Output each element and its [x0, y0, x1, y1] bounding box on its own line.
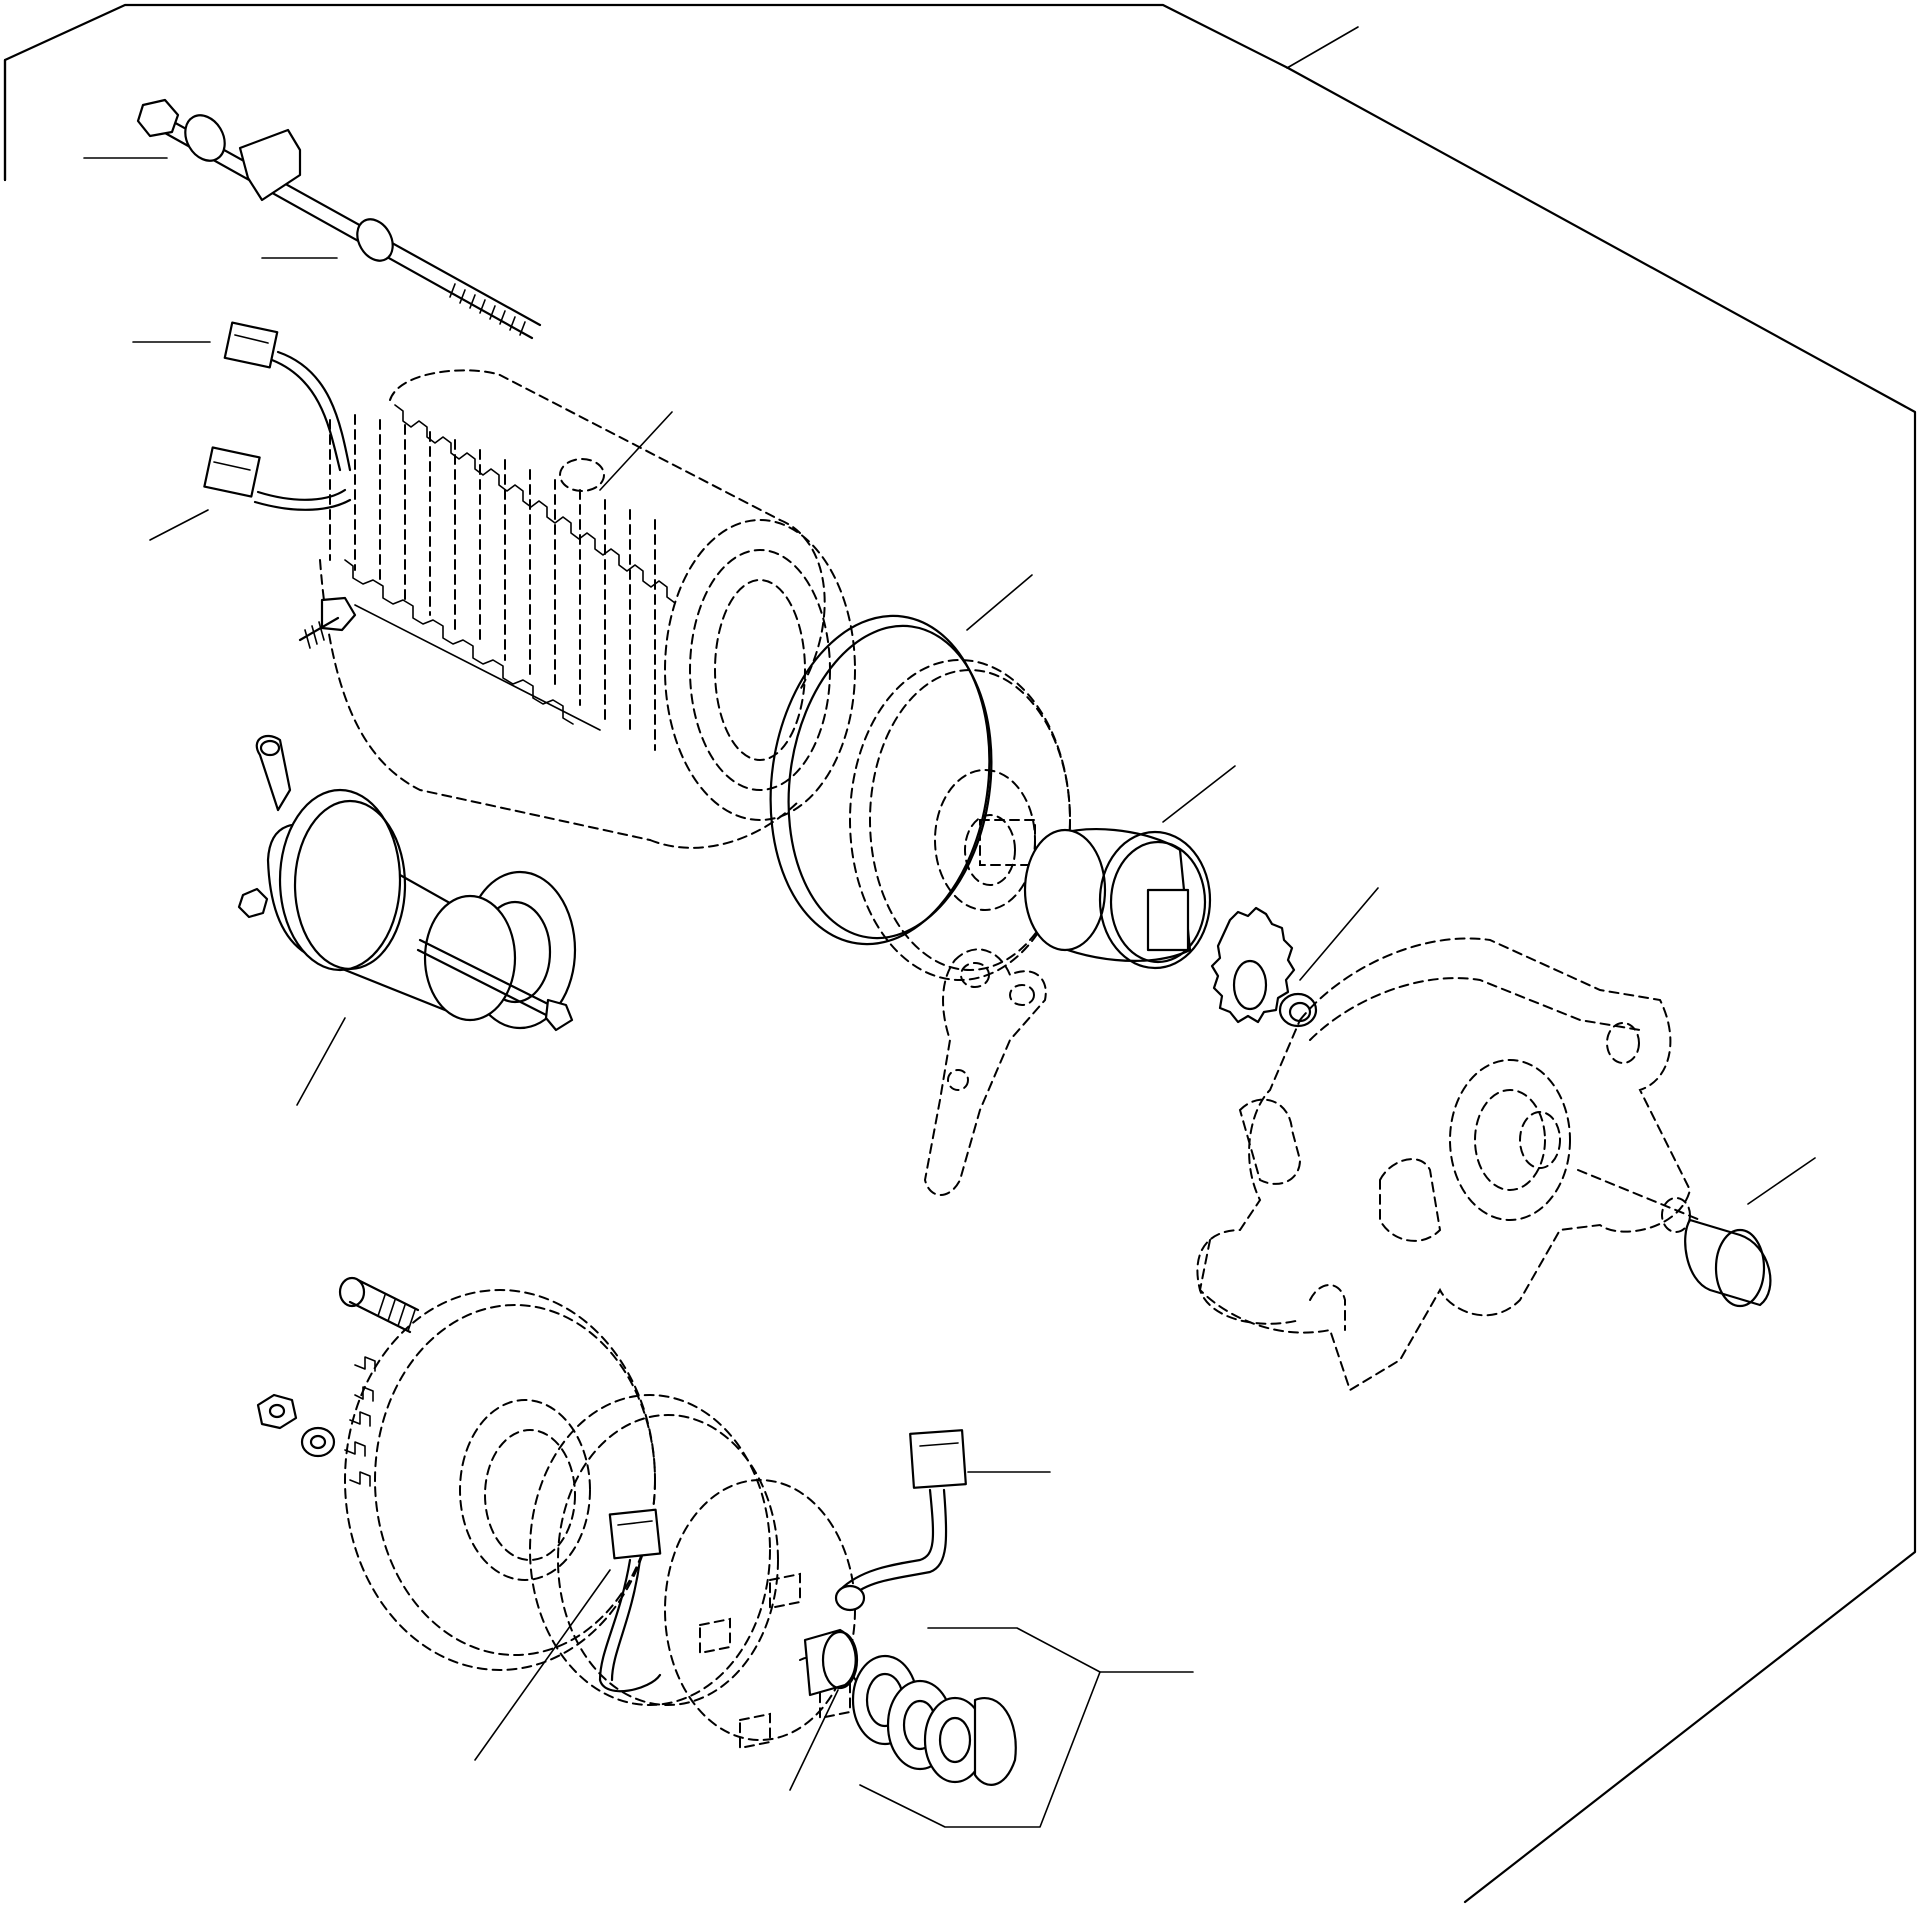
- nut: [256, 1393, 298, 1430]
- leader-lines: [83, 157, 1816, 1828]
- commutator-bushing: [803, 1628, 859, 1697]
- through-bolt: [136, 98, 542, 340]
- shift-lever: [923, 948, 1047, 1196]
- rear-end-frame: [344, 1289, 656, 1671]
- screw: [338, 1276, 420, 1334]
- gear-housing: [1196, 937, 1701, 1392]
- lock-washer: [300, 1426, 336, 1458]
- cover-ring: [769, 614, 993, 946]
- bolt-thread: [449, 283, 526, 336]
- yoke-teeth-top: [394, 404, 676, 604]
- terminal-stud: [298, 596, 357, 649]
- clutch-drive: [1023, 827, 1212, 970]
- armature-end-plate: [849, 659, 1071, 981]
- stop-ring: [1278, 992, 1318, 1028]
- connector-lower: [203, 446, 352, 511]
- solenoid-switch: [237, 734, 577, 1032]
- brush-lead-connector: [598, 1508, 662, 1693]
- armature-cap: [559, 458, 605, 492]
- pinion-gear: [1210, 906, 1296, 1024]
- field-lead-connector: [834, 1429, 967, 1612]
- bushing: [1684, 1218, 1772, 1308]
- spring-set: [851, 1654, 1017, 1786]
- yoke-teeth-bottom: [344, 559, 601, 731]
- stator-yoke: [319, 369, 856, 849]
- frame-outline: [3, 3, 1917, 1904]
- connector-upper: [223, 321, 352, 472]
